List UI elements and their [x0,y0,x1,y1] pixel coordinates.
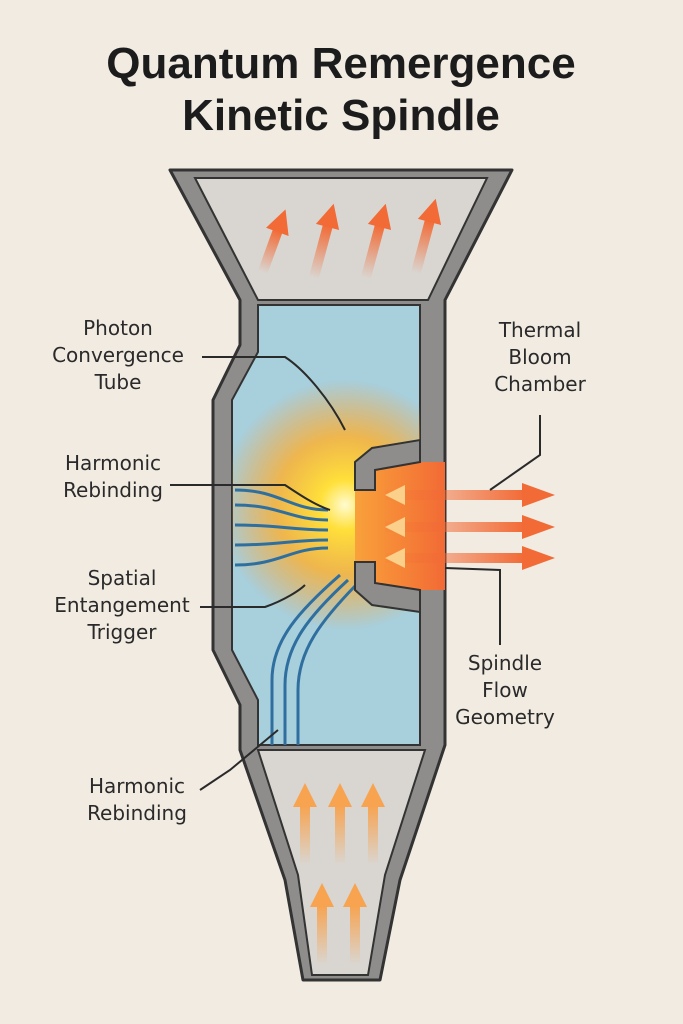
leader-spatial [200,584,306,608]
leader-spindle [444,567,501,645]
outflow-arrows [385,483,555,570]
label-harmonic-rebinding-top: Harmonic Rebinding [63,451,163,502]
leader-harmonic-top [170,484,331,511]
harmonic-flow-lines [234,488,358,745]
label-spatial-entanglement-trigger: Spatial Entangement Trigger [54,566,190,644]
svg-text:Flow: Flow [482,678,528,702]
svg-text:Entangement: Entangement [54,593,190,617]
title-line-2: Kinetic Spindle [182,91,500,140]
svg-text:Thermal: Thermal [498,318,581,342]
leader-photon [202,356,346,431]
svg-text:Chamber: Chamber [494,372,586,396]
label-harmonic-rebinding-bottom: Harmonic Rebinding [87,774,187,825]
svg-text:Bloom: Bloom [508,345,571,369]
svg-text:Photon: Photon [83,316,153,340]
svg-text:Harmonic: Harmonic [89,774,185,798]
label-photon-convergence-tube: Photon Convergence Tube [52,316,184,394]
nozzle-lower [354,561,421,614]
svg-text:Rebinding: Rebinding [87,801,187,825]
svg-text:Harmonic: Harmonic [65,451,161,475]
label-spindle-flow-geometry: Spindle Flow Geometry [455,651,555,729]
leader-harmonic-bottom [199,729,279,791]
svg-text:Tube: Tube [94,370,142,394]
svg-text:Spatial: Spatial [88,566,157,590]
bottom-up-arrows [293,783,385,965]
nozzle-upper [354,438,421,491]
title-line-1: Quantum Remergence [106,39,575,88]
svg-text:Trigger: Trigger [87,620,158,644]
leader-thermal [489,415,541,491]
top-up-arrows [257,198,442,280]
label-thermal-bloom-chamber: Thermal Bloom Chamber [494,318,586,396]
svg-text:Rebinding: Rebinding [63,478,163,502]
svg-text:Spindle: Spindle [468,651,542,675]
svg-text:Convergence: Convergence [52,343,184,367]
svg-text:Geometry: Geometry [455,705,555,729]
